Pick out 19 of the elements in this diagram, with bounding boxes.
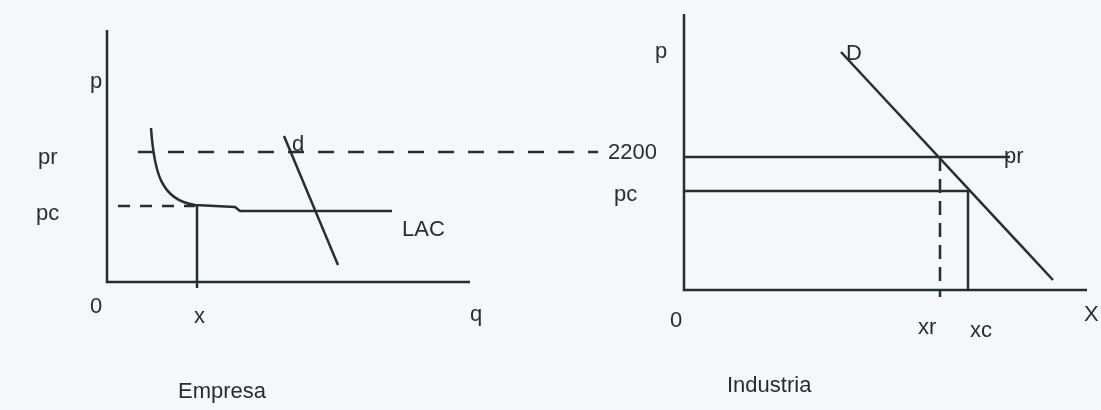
origin-label: 0 bbox=[90, 295, 103, 317]
curve-label: d bbox=[292, 133, 305, 155]
price-label: pc bbox=[36, 202, 60, 224]
panel-caption: Industria bbox=[727, 374, 812, 396]
axis-label: q bbox=[470, 303, 483, 325]
price-label: pr bbox=[38, 146, 58, 168]
price-label: pr bbox=[1004, 145, 1024, 167]
axis-label: p bbox=[90, 70, 103, 92]
quantity-label: xr bbox=[918, 316, 937, 338]
quantity-label: x bbox=[194, 305, 205, 327]
quantity-label: xc bbox=[970, 319, 992, 341]
panel-caption: Empresa bbox=[178, 380, 267, 402]
price-label: 2200 bbox=[608, 141, 657, 163]
axis-label: X bbox=[1084, 303, 1099, 325]
axis-label: p bbox=[655, 40, 668, 62]
price-label: pc bbox=[614, 183, 638, 205]
curve-label: D bbox=[846, 42, 862, 64]
origin-label: 0 bbox=[670, 309, 683, 331]
curve-label: LAC bbox=[402, 218, 445, 240]
